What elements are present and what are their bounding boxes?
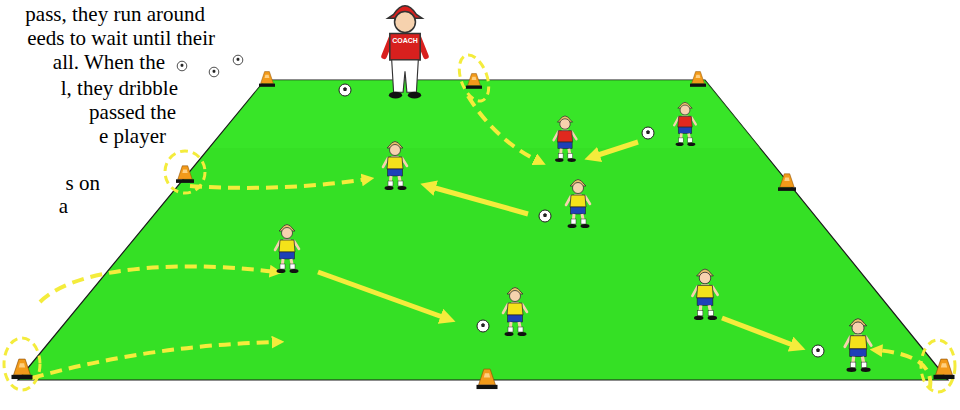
shirt-text: COACH (392, 37, 418, 44)
instruction-text: pass, they run around (25, 3, 205, 26)
cones (12, 72, 955, 389)
instruction-text: s on (66, 172, 100, 195)
instruction-text: all. When the (53, 51, 165, 74)
soccer-field (18, 80, 948, 380)
coach-figure (384, 6, 426, 99)
instruction-text: passed the (89, 101, 176, 124)
run-paths (32, 96, 930, 388)
players (275, 102, 871, 372)
pass-arrows (318, 142, 798, 347)
instruction-text: l, they dribble (61, 77, 178, 100)
field-shade (210, 80, 760, 148)
instruction-text: a (59, 195, 68, 218)
instruction-text: e player (99, 125, 166, 148)
instruction-text: eeds to wait until their (27, 27, 215, 50)
cone-rings (4, 51, 955, 392)
balls (177, 55, 824, 357)
